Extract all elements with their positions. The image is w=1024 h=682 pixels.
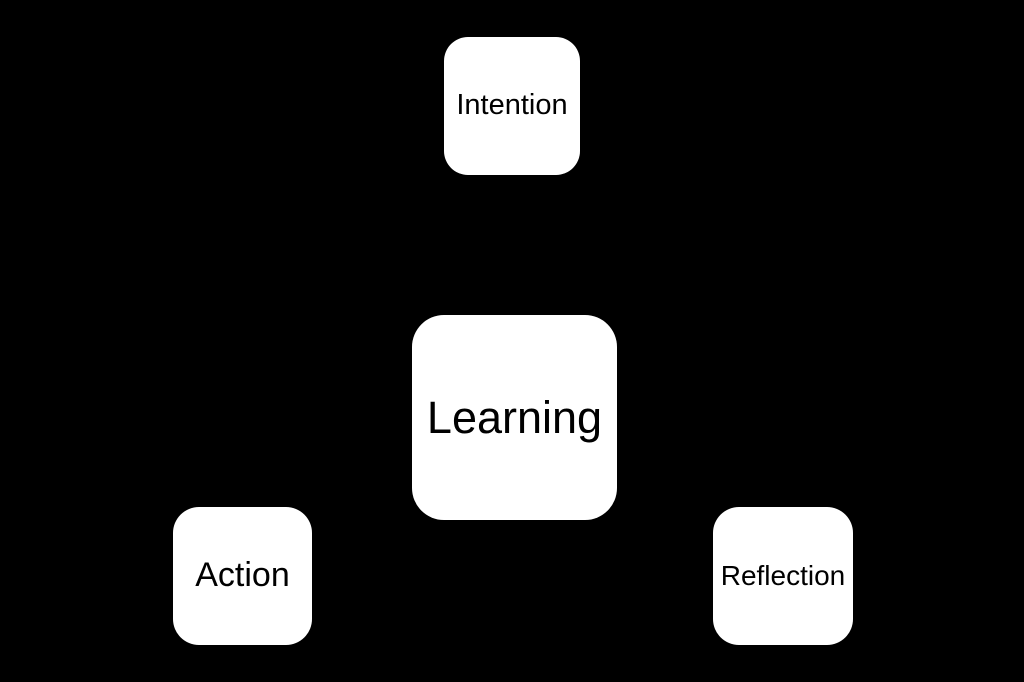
node-reflection-label: Reflection	[720, 559, 846, 591]
node-reflection: Reflection	[713, 507, 853, 645]
node-learning: Learning	[412, 315, 617, 520]
node-intention: Intention	[444, 37, 580, 175]
node-action-label: Action	[195, 556, 290, 595]
node-learning-label: Learning	[426, 391, 603, 443]
node-action: Action	[173, 507, 312, 645]
node-intention-label: Intention	[456, 89, 568, 122]
